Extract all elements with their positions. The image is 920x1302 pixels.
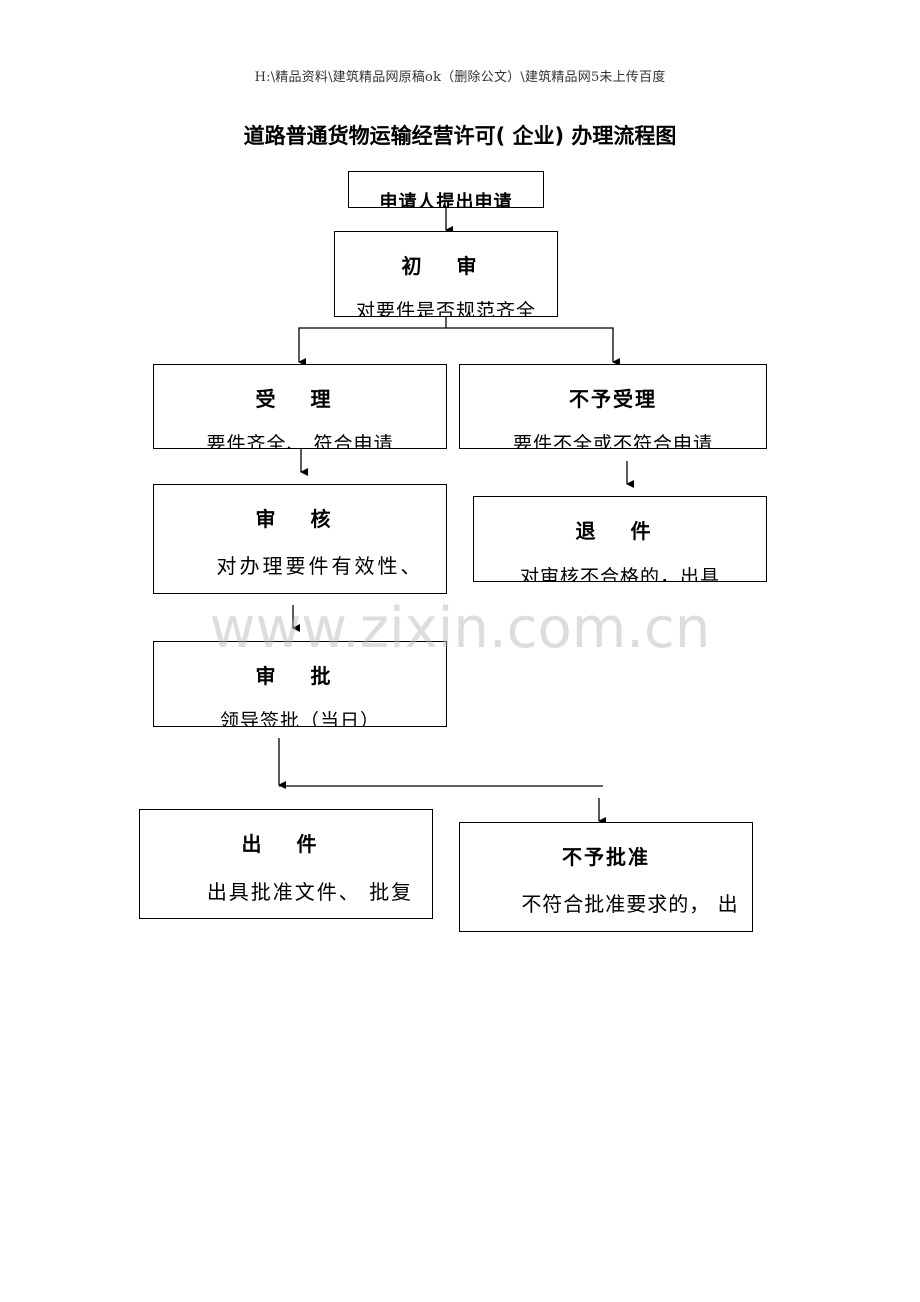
node-return: 退 件 对审核不合格的，出具 [473, 496, 767, 582]
node-approve-text: 领导签批（当日） [219, 710, 380, 727]
node-apply-text: 申请人提出申请 [379, 192, 513, 208]
node-accept: 受 理 要件齐全、 符合申请 [153, 364, 447, 449]
page-title: 道路普通货物运输经营许可( 企业) 办理流程图 [243, 124, 677, 148]
node-issue-text: 出具批准文件、 批复 [206, 880, 414, 904]
node-review: 审 核 对办理要件有效性、 [153, 484, 447, 594]
node-deny: 不予批准 不符合批准要求的， 出 [459, 822, 753, 932]
node-reject-accept-text: 要件不全或不符合申请 [512, 433, 713, 449]
node-accept-title: 受 理 [255, 387, 345, 411]
node-issue-title: 出 件 [241, 832, 331, 856]
node-issue: 出 件 出具批准文件、 批复 [139, 809, 433, 919]
node-initial-text: 对要件是否规范齐全 [355, 300, 536, 317]
node-review-text: 对办理要件有效性、 [216, 554, 424, 578]
node-approve-title: 审 批 [255, 664, 345, 688]
arrow-initial-to-reject [446, 327, 620, 366]
node-return-title: 退 件 [575, 519, 665, 543]
node-reject-accept: 不予受理 要件不全或不符合申请 [459, 364, 767, 449]
node-deny-text: 不符合批准要求的， 出 [521, 892, 739, 916]
file-path-header: H:\精品资料\建筑精品网原稿ok（删除公文）\建筑精品网5未上传百度 [254, 70, 666, 85]
node-review-title: 审 核 [255, 507, 345, 531]
node-reject-accept-title: 不予受理 [569, 387, 657, 411]
node-initial-title: 初 审 [401, 254, 491, 278]
node-apply: 申请人提出申请 [348, 171, 544, 208]
node-approve: 审 批 领导签批（当日） [153, 641, 447, 727]
node-accept-text: 要件齐全、 符合申请 [206, 433, 394, 449]
watermark: www.zixin.com.cn [209, 596, 711, 661]
node-deny-title: 不予批准 [562, 845, 650, 869]
arrow-initial-to-accept [298, 316, 447, 366]
node-initial-review: 初 审 对要件是否规范齐全 [334, 231, 558, 317]
node-return-text: 对审核不合格的，出具 [519, 566, 720, 582]
